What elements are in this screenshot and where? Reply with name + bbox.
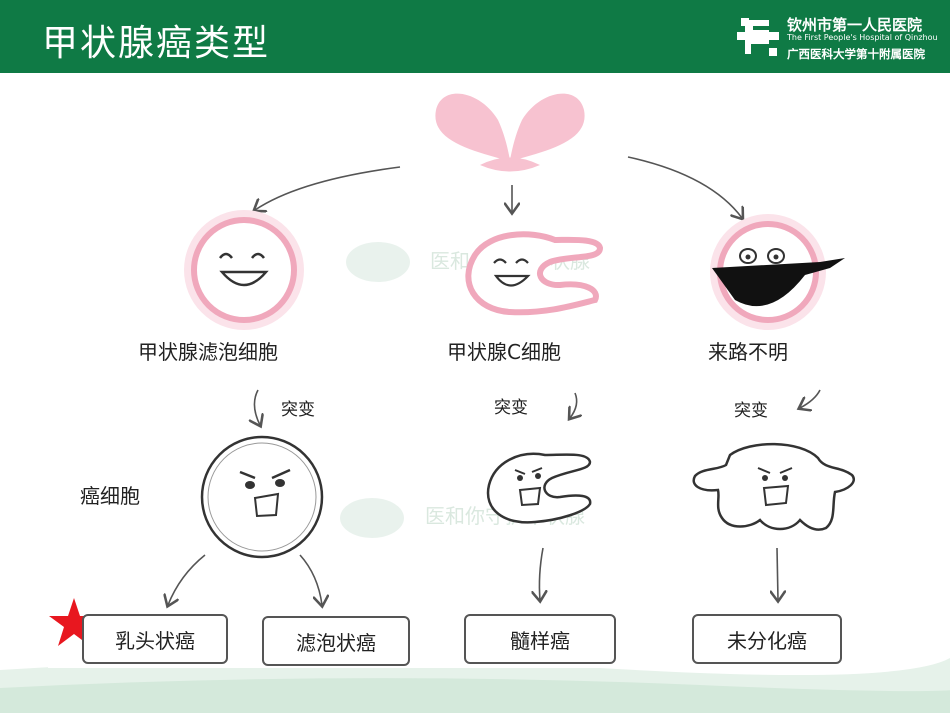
label-mutation-3: 突变: [734, 401, 768, 421]
label-cancer-cell: 癌细胞: [80, 484, 140, 508]
mutation-arrow-3: [800, 389, 821, 408]
red-star-icon: [49, 598, 99, 646]
arrow-to-papillary: [168, 554, 206, 605]
c-cell-icon: [465, 231, 604, 316]
mutation-arrow-1: [254, 389, 260, 425]
hospital-logo-icon: [737, 18, 779, 56]
unknown-cell-icon: [710, 214, 845, 330]
hospital-affiliation: 广西医科大学第十附属医院: [787, 47, 925, 61]
arrow-to-follicular: [299, 554, 322, 605]
bottom-wave-decoration: [0, 658, 950, 713]
arrow-left: [255, 166, 401, 210]
arrow-right: [627, 156, 742, 218]
arrow-to-anaplastic: [777, 547, 778, 600]
page-title: 甲状腺癌类型: [42, 23, 271, 64]
cancer-cell-follicular-icon: [200, 435, 324, 559]
label-unknown-origin: 来路不明: [708, 340, 788, 364]
label-c-cell: 甲状腺C细胞: [447, 340, 561, 364]
label-mutation-2: 突变: [494, 398, 528, 418]
box-follicular-carcinoma: 滤泡状癌: [262, 616, 410, 666]
hospital-name-english: The First People's Hospital of Qinzhou: [787, 33, 938, 42]
cancer-cell-undifferentiated-icon: [692, 442, 855, 531]
arrow-to-medullary: [539, 547, 543, 600]
cancer-cell-c-icon: [486, 452, 592, 524]
header-bar: 甲状腺癌类型 钦州市第一人民医院 The First People's Hosp…: [0, 0, 950, 73]
box-papillary-carcinoma: 乳头状癌: [82, 614, 228, 664]
box-anaplastic-carcinoma: 未分化癌: [692, 614, 842, 664]
label-follicular-cell: 甲状腺滤泡细胞: [138, 340, 278, 364]
follicular-cell-icon: [184, 210, 304, 330]
box-medullary-carcinoma: 髓样癌: [464, 614, 616, 664]
label-mutation-1: 突变: [281, 400, 315, 420]
watermark-logo-icon: [340, 242, 410, 538]
thyroid-gland-icon: [435, 93, 585, 172]
mutation-arrow-2: [570, 392, 577, 418]
hospital-name: 钦州市第一人民医院: [787, 16, 923, 34]
